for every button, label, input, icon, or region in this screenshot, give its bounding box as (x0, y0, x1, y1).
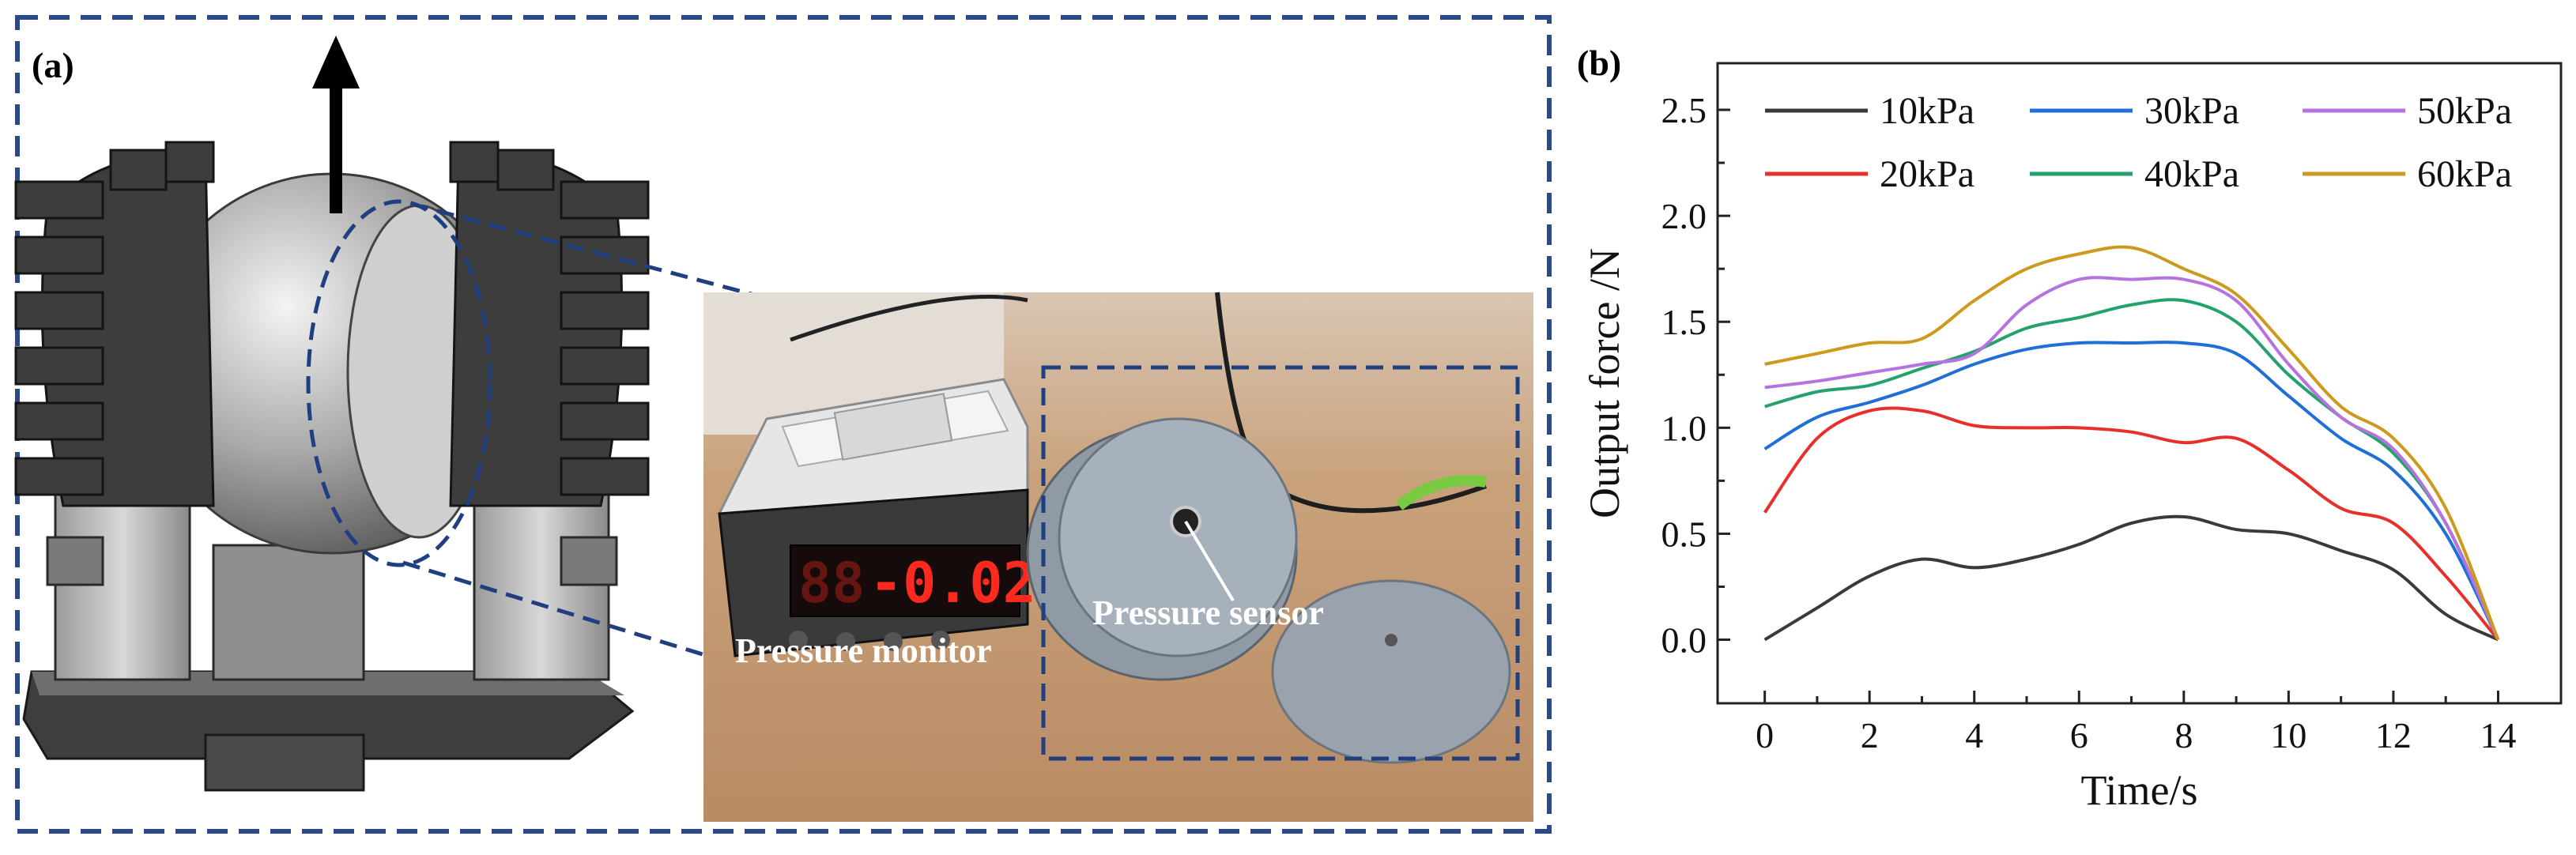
pressure-sensor-label: Pressure sensor (1092, 593, 1324, 632)
plot-area: 0 2 4 6 8 10 12 14 0.0 0.5 1.0 1.5 2.0 2.5 (1661, 62, 2563, 755)
y-tick-label: 1.0 (1661, 408, 1707, 448)
x-tick-label: 8 (2174, 715, 2193, 755)
plot-frame (1716, 62, 2563, 705)
legend-label-30kPa: 30kPa (2144, 90, 2239, 132)
chart-legend: 10kPa 20kPa 30kPa 40kPa 50kPa 60kPa (1765, 90, 2512, 195)
contact-region-callout (306, 199, 492, 567)
x-tick-label: 6 (2070, 715, 2088, 755)
x-tick-label: 12 (2375, 715, 2412, 755)
y-tick-label: 0.5 (1661, 514, 1707, 554)
panel-b-chart: (b) 0 2 4 6 8 10 12 14 0.0 0.5 1.0 1.5 2.0 2.5 10kPa 2… (1577, 43, 2563, 814)
pressure-monitor-label: Pressure monitor (735, 631, 992, 670)
panel-a-illustration: (a) (14, 15, 1552, 834)
x-tick-label: 10 (2270, 715, 2306, 755)
series-line-20kPa (1763, 406, 2500, 641)
y-tick-label: 2.0 (1661, 196, 1707, 236)
x-tick-label: 14 (2480, 715, 2516, 755)
pressure-monitor-device: -0.02 88 (718, 378, 1036, 657)
x-axis-title: Time/s (2080, 766, 2197, 814)
pressure-sensor-device (1026, 417, 1511, 764)
y-tick-label: 2.5 (1661, 90, 1707, 130)
panel-b-label: (b) (1577, 43, 1621, 83)
x-tick-label: 4 (1965, 715, 1983, 755)
photo-zoom-box (1041, 365, 1520, 761)
gripper-cad-model (14, 36, 650, 792)
legend-label-10kPa: 10kPa (1880, 90, 1974, 132)
legend-label-60kPa: 60kPa (2417, 153, 2512, 195)
series-line-30kPa (1763, 341, 2500, 641)
legend-label-40kPa: 40kPa (2144, 153, 2239, 195)
series-line-50kPa (1764, 276, 2500, 641)
series-line-40kPa (1764, 298, 2500, 641)
legend-label-50kPa: 50kPa (2417, 90, 2512, 132)
series-line-60kPa (1764, 245, 2500, 641)
x-tick-label: 0 (1756, 715, 1774, 755)
series-line-10kPa (1763, 514, 2499, 642)
y-tick-label: 0.0 (1661, 620, 1707, 661)
x-tick-label: 2 (1861, 715, 1879, 755)
y-tick-label: 1.5 (1661, 302, 1707, 342)
y-axis-title: Output force /N (1581, 248, 1628, 518)
experiment-photo: -0.02 88 Pressure monitor Pressure senso… (703, 292, 1533, 822)
legend-label-20kPa: 20kPa (1880, 153, 1974, 195)
lcd-dim-digits: 88 (798, 551, 865, 616)
lcd-readout: -0.02 (869, 551, 1036, 616)
panel-a-label: (a) (32, 45, 74, 85)
